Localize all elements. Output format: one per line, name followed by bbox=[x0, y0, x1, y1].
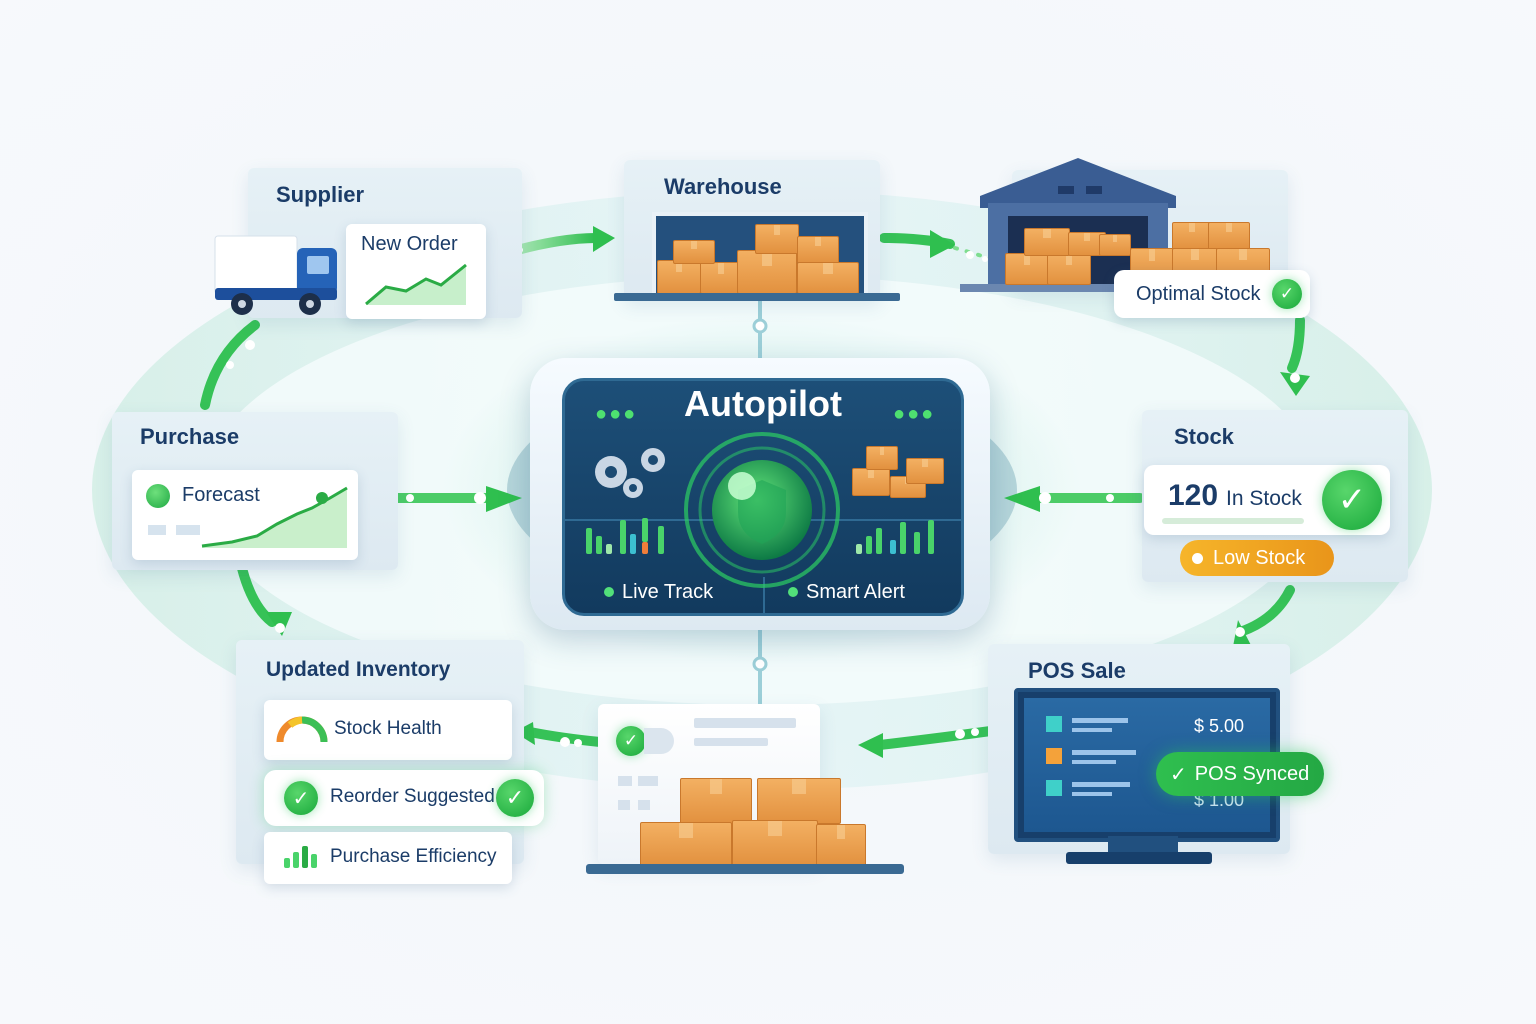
reorder-confirm-check-icon: ✓ bbox=[496, 779, 534, 817]
reorder-suggested-label: Reorder Suggested bbox=[330, 786, 495, 807]
low-stock-badge: Low Stock bbox=[1180, 540, 1334, 576]
gears-icon bbox=[595, 448, 665, 498]
warehouse-shelf-base bbox=[614, 293, 900, 301]
monitor-base bbox=[1066, 852, 1212, 864]
low-stock-dot-icon bbox=[1192, 552, 1203, 564]
screen-divider-bottom bbox=[763, 577, 765, 613]
truck-icon bbox=[214, 235, 337, 315]
arrow-dots bbox=[226, 247, 1300, 747]
stock-health-item[interactable]: Stock Health bbox=[264, 700, 512, 760]
forecast-label: Forecast bbox=[182, 484, 260, 506]
autopilot-title: Autopilot bbox=[684, 383, 842, 424]
pos-synced-check-icon: ✓ bbox=[1170, 763, 1187, 786]
gauge-icon bbox=[276, 716, 328, 743]
bar-chart-left-icon bbox=[586, 516, 676, 554]
warehouse-title: Warehouse bbox=[664, 174, 782, 199]
pos-sale-title: POS Sale bbox=[1028, 658, 1126, 683]
reorder-suggested-item[interactable]: ✓ Reorder Suggested ✓ bbox=[264, 770, 544, 826]
new-order-label: New Order bbox=[361, 233, 458, 255]
screen-dots-left: ●●● bbox=[595, 403, 638, 425]
efficiency-bar-icon bbox=[284, 844, 324, 868]
screen-dots-right: ●●● bbox=[893, 403, 936, 425]
restock-check-icon: ✓ bbox=[616, 726, 646, 756]
supplier-title: Supplier bbox=[276, 182, 365, 207]
forecast-panel[interactable]: Forecast bbox=[132, 470, 358, 560]
pos-synced-badge: ✓ POS Synced bbox=[1156, 752, 1324, 796]
restock-toggle bbox=[644, 728, 674, 754]
forecast-chart-icon bbox=[201, 486, 348, 548]
live-track-label: Live Track bbox=[622, 580, 714, 603]
reorder-check-icon: ✓ bbox=[284, 781, 318, 815]
purchase-title: Purchase bbox=[140, 424, 240, 449]
updated-inventory-title: Updated Inventory bbox=[266, 658, 451, 681]
pos-price-1: $ 5.00 bbox=[1194, 716, 1245, 736]
restock-line-2 bbox=[694, 738, 768, 746]
stock-health-label: Stock Health bbox=[334, 718, 442, 739]
optimal-stock-label: Optimal Stock bbox=[1136, 282, 1261, 305]
stock-count: 120 bbox=[1168, 479, 1219, 512]
live-track-dot-icon bbox=[604, 587, 614, 597]
live-track-indicator[interactable]: Live Track bbox=[604, 580, 713, 604]
bar-chart-right-icon bbox=[856, 516, 946, 554]
forecast-dot-icon bbox=[146, 484, 170, 508]
smart-alert-dot-icon bbox=[788, 587, 798, 597]
monitor-stand bbox=[1108, 836, 1178, 852]
smart-alert-indicator[interactable]: Smart Alert bbox=[788, 580, 905, 604]
purchase-efficiency-label: Purchase Efficiency bbox=[330, 846, 497, 867]
radar-shield-icon bbox=[684, 432, 840, 588]
low-stock-label: Low Stock bbox=[1213, 546, 1306, 569]
stock-bar bbox=[1162, 518, 1304, 524]
optimal-check-icon: ✓ bbox=[1272, 279, 1302, 309]
forecast-legend bbox=[148, 525, 166, 535]
purchase-efficiency-item[interactable]: Purchase Efficiency bbox=[264, 832, 512, 884]
pos-synced-label: POS Synced bbox=[1194, 762, 1310, 785]
smart-alert-label: Smart Alert bbox=[806, 580, 905, 603]
restock-line-1 bbox=[694, 718, 796, 728]
stock-title: Stock bbox=[1174, 424, 1234, 449]
new-order-panel[interactable]: New Order bbox=[346, 224, 486, 319]
stock-count-suffix: In Stock bbox=[1226, 487, 1302, 510]
line-chart-icon bbox=[365, 263, 467, 306]
stock-check-icon: ✓ bbox=[1322, 470, 1382, 530]
restock-shelf-base bbox=[586, 864, 904, 874]
